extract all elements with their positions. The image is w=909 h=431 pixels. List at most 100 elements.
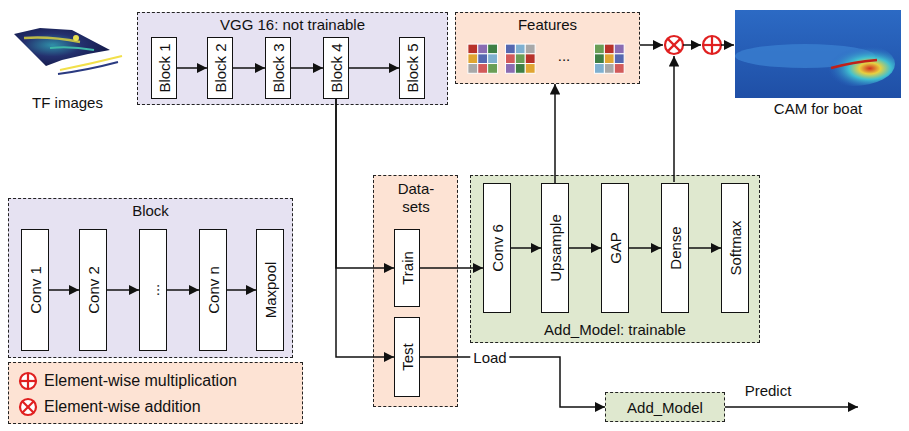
process-box: Block 5 — [399, 37, 425, 99]
feature-cell — [604, 54, 614, 64]
feature-cell — [515, 54, 525, 64]
feature-cell — [468, 54, 478, 64]
box-title: Features — [518, 16, 577, 33]
process-box: Conv 6 — [483, 183, 511, 313]
text-holder: Block — [9, 202, 292, 220]
feature-cell — [614, 64, 624, 74]
layer-label: Conv n — [205, 266, 222, 314]
process-box: Upsample — [541, 183, 569, 313]
arrow-line — [683, 44, 701, 46]
text-holder: Data- sets — [391, 180, 441, 216]
flow-label: Predict — [745, 382, 792, 399]
text-holder: TF images — [0, 94, 135, 112]
text-holder: ... — [542, 47, 586, 65]
multiply-symbol — [18, 397, 38, 417]
layer-label: Block 1 — [156, 43, 173, 92]
process-box: Block 2 — [207, 37, 233, 99]
box-title: ... — [558, 47, 571, 64]
text-holder: VGG 16: not trainable — [138, 16, 447, 34]
process-box: Conv n — [199, 229, 227, 351]
feature-cell — [614, 54, 624, 64]
cam-image — [735, 10, 901, 98]
process-box: Block 1 — [151, 37, 177, 99]
feature-cell — [468, 44, 478, 54]
feature-cell — [505, 44, 515, 54]
feature-cell — [478, 44, 488, 54]
process-box: Conv 2 — [79, 229, 107, 351]
group-box: BlockConv 1 Conv 2... Conv n Maxpool — [8, 198, 293, 358]
predict-arrow — [725, 406, 858, 408]
connector — [167, 289, 199, 291]
box-title: Block — [132, 202, 169, 219]
connector — [569, 247, 601, 249]
feature-cell — [488, 64, 498, 74]
connector — [227, 289, 256, 291]
layer-label: Maxpool — [262, 262, 279, 319]
connector — [349, 67, 399, 69]
process-box: Dense — [661, 183, 689, 313]
feature-cell — [468, 64, 478, 74]
group-box: Add_Model — [605, 392, 725, 422]
group-box: Features... — [455, 12, 640, 84]
process-box: Maxpool — [256, 229, 284, 351]
arrow-line — [673, 56, 675, 182]
tf-image — [10, 8, 125, 92]
feature-cell — [525, 44, 535, 54]
feature-cell — [594, 64, 604, 74]
feature-cell — [488, 54, 498, 64]
feature-cell — [478, 64, 488, 74]
process-box: Block 3 — [265, 37, 291, 99]
feature-cell — [594, 54, 604, 64]
feature-cell — [604, 44, 614, 54]
process-box: Softmax — [721, 183, 749, 313]
connector — [554, 84, 556, 183]
connector — [49, 289, 79, 291]
connector — [107, 289, 139, 291]
box-title: Data- sets — [398, 180, 435, 215]
feature-cell — [604, 64, 614, 74]
process-box: Block 4 — [323, 37, 349, 99]
layer-label: Softmax — [727, 220, 744, 275]
group-box: VGG 16: not trainableBlock 1 Block 2 Block… — [137, 12, 448, 105]
process-box: Train — [394, 229, 420, 307]
arrow-line — [721, 44, 734, 46]
box-title: Add_Model — [627, 399, 703, 416]
feature-cell — [515, 44, 525, 54]
layer-label: GAP — [607, 232, 624, 264]
feature-cell — [488, 44, 498, 54]
process-box: Conv 1 — [21, 229, 49, 351]
layer-label: Upsample — [547, 214, 564, 282]
layer-label: Conv 1 — [27, 266, 44, 314]
process-box: Test — [394, 317, 420, 397]
connector — [177, 67, 207, 69]
layer-label: Block 4 — [328, 43, 345, 92]
connector — [233, 67, 265, 69]
layer-label: ... — [145, 284, 162, 297]
multiply-symbol — [665, 36, 683, 54]
image-panel: TF images — [10, 8, 125, 92]
add-symbol — [703, 36, 721, 54]
feature-cell — [505, 54, 515, 64]
layer-label: Train — [399, 251, 416, 285]
text-holder: Features — [456, 16, 639, 34]
box-title: CAM for boat — [774, 100, 862, 117]
layer-label: Block 3 — [270, 43, 287, 92]
box-title: TF images — [32, 94, 103, 111]
group-box: Data- setsTrainTest — [373, 175, 458, 407]
layer-label: Block 5 — [404, 43, 421, 92]
feature-cell — [525, 54, 535, 64]
add-symbol — [18, 371, 38, 391]
box-title: Add_Model: trainable — [544, 321, 686, 338]
image-panel: CAM for boat — [735, 10, 901, 98]
process-box: GAP — [601, 183, 629, 313]
box-title: VGG 16: not trainable — [220, 16, 365, 33]
group-box: Add_Model: trainable Conv 6 Upsample GAP Den… — [470, 175, 760, 343]
legend-text: Element-wise multiplication — [44, 372, 237, 390]
feature-cell — [594, 44, 604, 54]
connector — [420, 357, 605, 407]
connector — [291, 67, 323, 69]
text-holder: Add_Model: trainable — [471, 321, 759, 339]
layer-label: Conv 6 — [489, 224, 506, 272]
connector — [511, 247, 541, 249]
layer-label: Conv 2 — [85, 266, 102, 314]
